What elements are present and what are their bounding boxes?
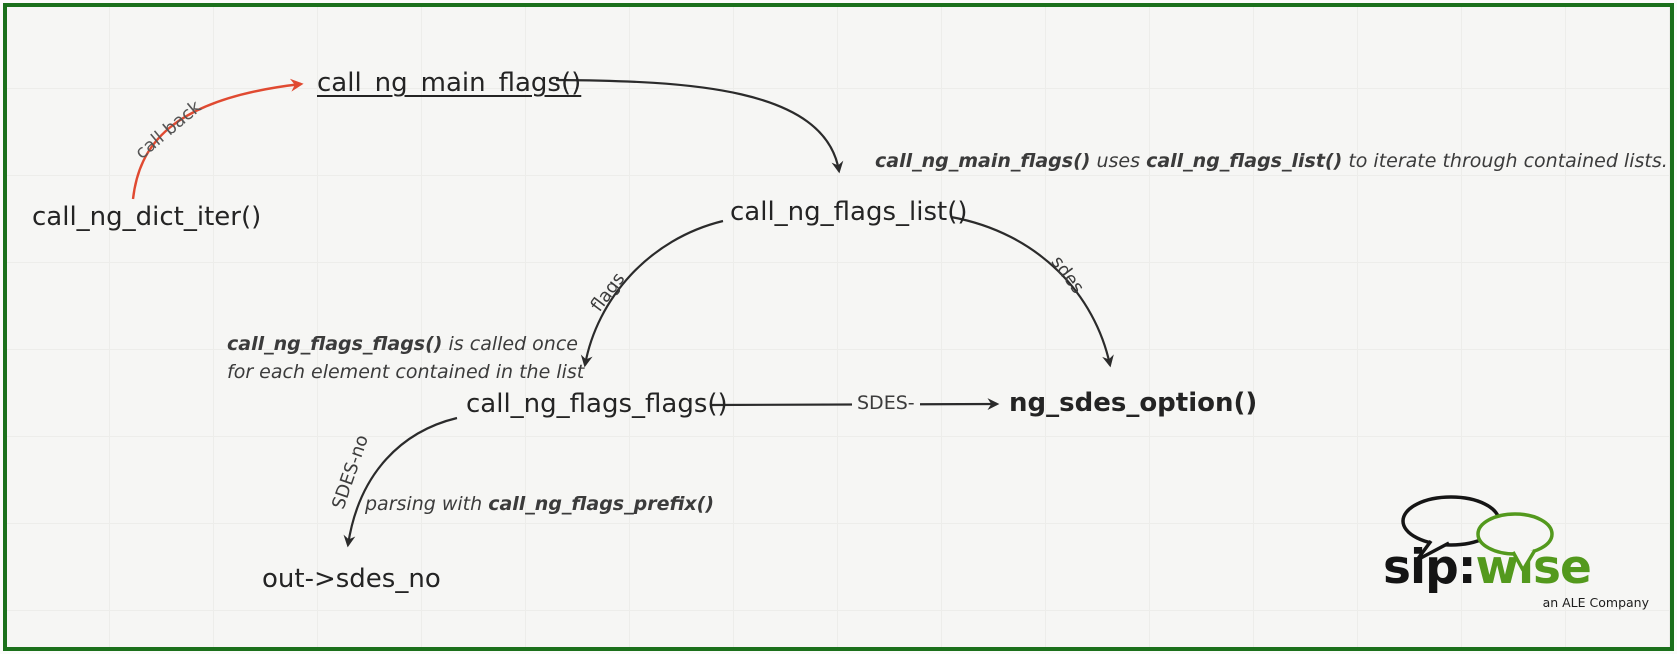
node-call-ng-flags-flags: call_ng_flags_flags() (466, 389, 728, 419)
annotation-iterate-fn1: call_ng_main_flags() (875, 150, 1091, 172)
speech-bubbles-icon (1401, 495, 1554, 572)
annotation-iterate-fn2: call_ng_flags_list() (1146, 150, 1343, 172)
annotation-called-once-text: is called once (442, 333, 578, 355)
node-call-ng-main-flags: call_ng_main_flags() (317, 68, 582, 98)
annotation-called-once-line1: call_ng_flags_flags() is called once (227, 330, 584, 358)
annotation-iterate: call_ng_main_flags() uses call_ng_flags_… (875, 147, 1668, 175)
annotation-called-once-fn: call_ng_flags_flags() (227, 333, 443, 355)
node-out-sdes-no: out->sdes_no (262, 564, 441, 594)
annotation-parsing-fn: call_ng_flags_prefix() (488, 493, 715, 515)
node-ng-sdes-option: ng_sdes_option() (1009, 388, 1258, 418)
sipwise-logo-tagline: an ALE Company (1542, 595, 1649, 610)
annotation-called-once-line2: for each element contained in the list (227, 361, 585, 383)
annotation-parsing-text: parsing with (365, 493, 489, 515)
node-call-ng-flags-list: call_ng_flags_list() (730, 197, 968, 227)
green-bubble-tail-icon (1511, 549, 1537, 572)
annotation-iterate-text1: uses (1090, 150, 1147, 172)
sipwise-logo: sip:wise an ALE Company (1383, 494, 1653, 612)
green-bubble-icon (1476, 512, 1554, 556)
edge-label-sdes-dash: SDES- (852, 392, 920, 414)
annotation-parsing: parsing with call_ng_flags_prefix() (365, 490, 714, 518)
diagram-frame: call_ng_dict_iter() call_ng_main_flags()… (3, 3, 1674, 651)
annotation-iterate-text2: to iterate through contained lists. (1342, 150, 1668, 172)
annotation-called-once: call_ng_flags_flags() is called once for… (227, 330, 584, 386)
black-bubble-tail-icon (1415, 539, 1450, 562)
node-call-ng-dict-iter: call_ng_dict_iter() (32, 202, 262, 232)
